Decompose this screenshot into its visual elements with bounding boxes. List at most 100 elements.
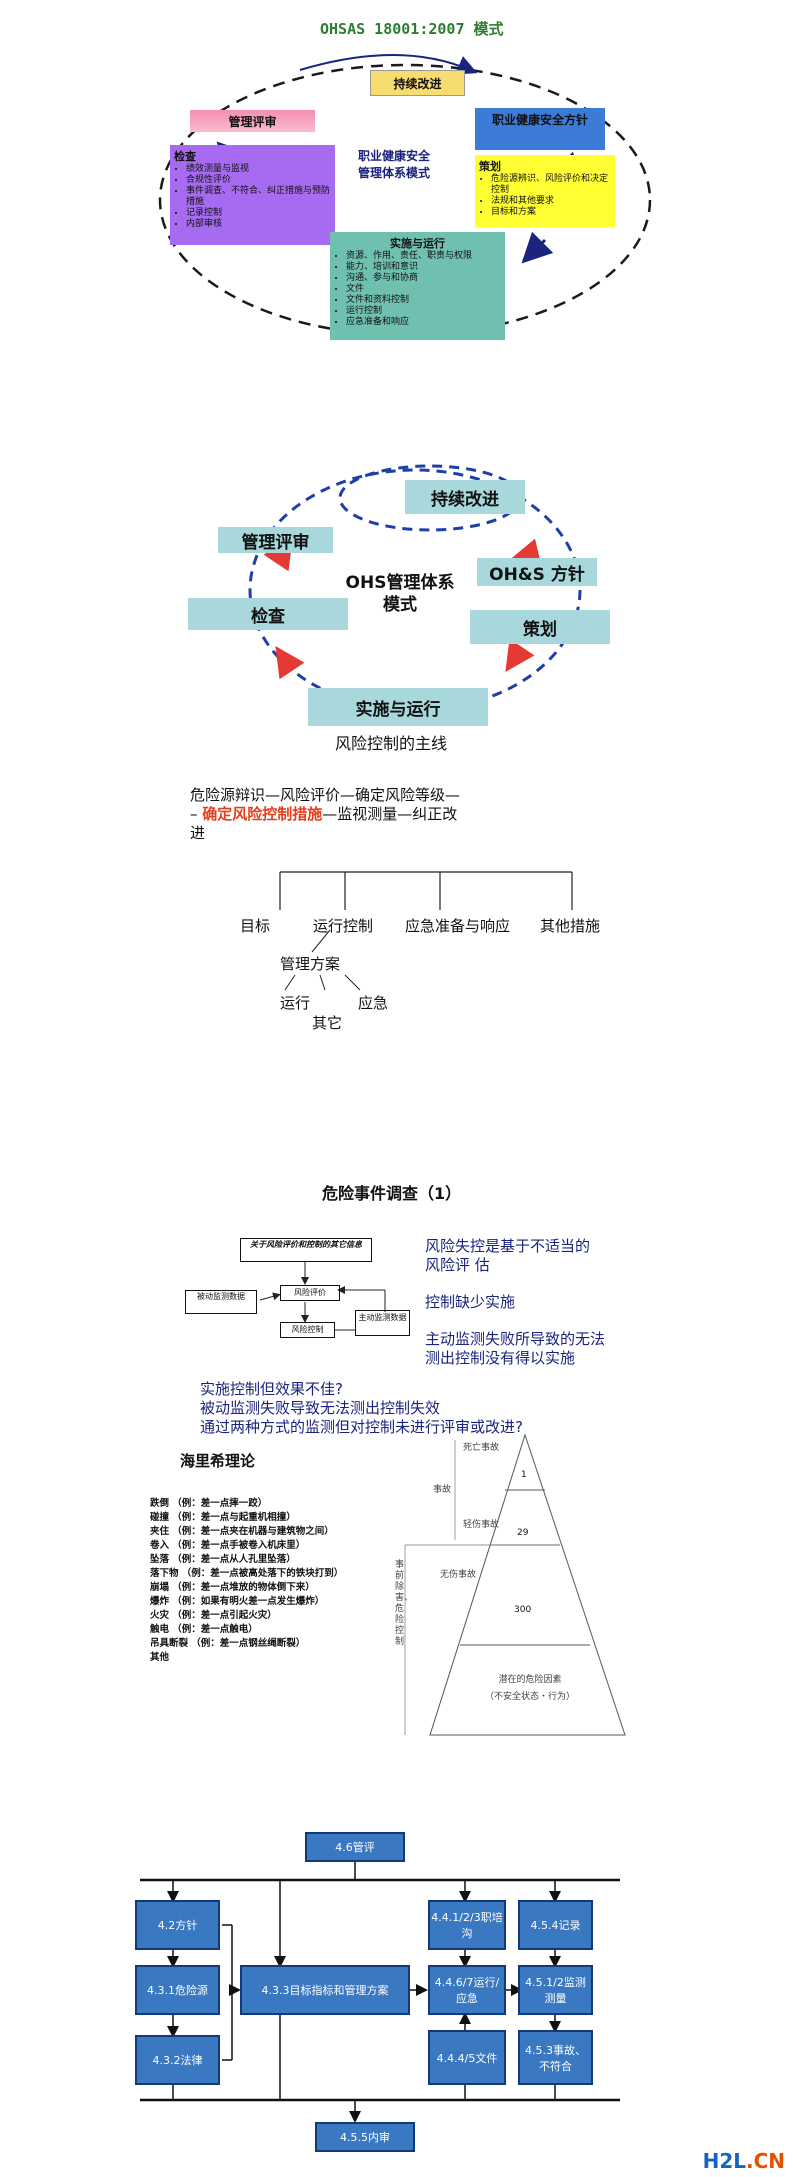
heinrich-item: 落下物 （例：差一点被高处落下的铁块打到） <box>150 1568 344 1579</box>
check-item: 内部审核 <box>186 219 331 230</box>
plan-items: 危险源辨识、风险评价和决定控制 法规和其他要求 目标和方案 <box>479 174 611 218</box>
policy-box: 职业健康安全方针 <box>475 108 605 150</box>
heinrich-item: 爆炸 （例：如果有明火差一点发生爆炸） <box>150 1596 325 1607</box>
improve-box-2: 持续改进 <box>405 480 525 514</box>
box-monitoring: 4.5.1/2监测测量 <box>518 1965 593 2015</box>
do-item: 文件和资料控制 <box>346 295 501 306</box>
do-items: 资源、作用、责任、职责与权限 能力、培训和意识 沟通、参与和协商 文件 文件和资… <box>334 251 501 328</box>
plan-box-2: 策划 <box>470 610 610 644</box>
check-items: 绩效测量与监视 合规性评价 事件调查、不符合、纠正措施与预防措施 记录控制 内部… <box>174 164 331 230</box>
flow-passive-box: 被动监测数据 <box>185 1290 257 1314</box>
box-documents: 4.4.4/5文件 <box>428 2030 506 2085</box>
ohs-center-label: OHS管理体系 模式 <box>340 572 460 616</box>
left-point-1: 实施控制但效果不佳? <box>200 1380 343 1398</box>
plan-item: 法规和其他要求 <box>491 196 611 207</box>
heinrich-item: 卷入 （例：差一点手被卷入机床里） <box>150 1540 306 1551</box>
pyr-latent-sub: （不安全状态・行为） <box>484 1692 575 1702</box>
mgmt-plan: 管理方案 <box>280 955 341 973</box>
heinrich-item: 火灾 （例：差一点引起火灾） <box>150 1610 277 1621</box>
box-records: 4.5.4记录 <box>518 1900 593 1950</box>
left-point-3: 通过两种方式的监测但对控制未进行评审或改进? <box>200 1418 523 1436</box>
center-label: 职业健康安全 管理体系模式 <box>358 148 430 182</box>
box-incident: 4.5.3事故、不符合 <box>518 2030 593 2085</box>
sub-other: 其它 <box>312 1014 343 1032</box>
check-title: 检查 <box>174 150 196 163</box>
do-item: 资源、作用、责任、职责与权限 <box>346 251 501 262</box>
review-box-2: 管理评审 <box>218 527 333 553</box>
heinrich-item: 坠落 （例：差一点从人孔里坠落） <box>150 1554 296 1565</box>
brand-watermark: H2L.CN <box>703 2149 785 2173</box>
box-hazard: 4.3.1危险源 <box>135 1965 220 2015</box>
sub-emergency: 应急 <box>358 994 389 1012</box>
flow-control-box: 风险控制 <box>280 1322 335 1338</box>
pyr-side: 事前除害、危险控制 <box>395 1560 414 1647</box>
sub-operation: 运行 <box>280 994 311 1012</box>
improve-box: 持续改进 <box>370 70 465 96</box>
check-item: 事件调查、不符合、纠正措施与预防措施 <box>186 186 331 208</box>
ohs-center-line-2: 模式 <box>383 595 417 615</box>
do-item: 沟通、参与和协商 <box>346 273 501 284</box>
risk-control-title: 风险控制的主线 <box>335 734 448 753</box>
right-point-3: 主动监测失败所导致的无法测出控制没有得以实施 <box>425 1330 606 1367</box>
plan-item: 目标和方案 <box>491 207 611 218</box>
heinrich-title: 海里希理论 <box>180 1452 256 1470</box>
heinrich-item: 跌倒 （例：差一点摔一跤） <box>150 1498 268 1509</box>
ohs-center-line-1: OHS管理体系 <box>345 573 455 593</box>
heinrich-item: 吊具断裂 （例：差一点钢丝绳断裂） <box>150 1638 306 1649</box>
box-law: 4.3.2法律 <box>135 2035 220 2085</box>
chain-line-2: – 确定风险控制措施—监视测量—纠正改 <box>190 805 460 824</box>
pyr-value-29: 29 <box>517 1528 529 1538</box>
pyr-minor: 轻伤事故 <box>463 1520 500 1530</box>
branch-operation: 运行控制 <box>313 917 374 935</box>
pyr-no-injury: 无伤事故 <box>440 1570 477 1580</box>
chain-prefix: – <box>190 805 203 823</box>
left-point-2: 被动监测失败导致无法测出控制失效 <box>200 1399 441 1417</box>
check-item: 记录控制 <box>186 208 331 219</box>
branch-emergency: 应急准备与响应 <box>405 917 511 935</box>
flow-assess-box: 风险评价 <box>280 1285 340 1301</box>
box-policy: 4.2方针 <box>135 1900 220 1950</box>
chain-rest: —监视测量—纠正改 <box>322 805 458 823</box>
do-panel: 实施与运行 资源、作用、责任、职责与权限 能力、培训和意识 沟通、参与和协商 文… <box>330 232 505 340</box>
box-internal-audit: 4.5.5内审 <box>315 2122 415 2152</box>
do-item: 应急准备和响应 <box>346 317 501 328</box>
ohsas-title: OHSAS 18001:2007 模式 <box>320 20 504 38</box>
center-line-1: 职业健康安全 <box>358 149 431 163</box>
do-item: 文件 <box>346 284 501 295</box>
investigation-flow-lines <box>259 1262 386 1331</box>
pyr-value-300: 300 <box>514 1605 532 1615</box>
do-item: 能力、培训和意识 <box>346 262 501 273</box>
chain-red: 确定风险控制措施 <box>202 805 323 823</box>
check-panel: 检查 绩效测量与监视 合规性评价 事件调查、不符合、纠正措施与预防措施 记录控制… <box>170 145 335 245</box>
check-item: 合规性评价 <box>186 175 331 186</box>
risk-tree-lines <box>279 871 573 991</box>
plan-title: 策划 <box>479 160 501 173</box>
policy-box-2: OH&S 方针 <box>477 558 597 586</box>
box-operation: 4.4.6/7运行/应急 <box>428 1965 506 2015</box>
branch-objective: 目标 <box>240 917 271 935</box>
center-line-2: 管理体系模式 <box>358 166 431 180</box>
do-item: 运行控制 <box>346 306 501 317</box>
heinrich-item: 夹住 （例：差一点夹在机器与建筑物之间） <box>150 1526 334 1537</box>
heinrich-item: 触电 （例：差一点触电） <box>150 1624 258 1635</box>
pyr-value-1: 1 <box>521 1470 527 1480</box>
risk-chain: 危险源辩识—风险评价—确定风险等级— – 确定风险控制措施—监视测量—纠正改 进 <box>190 786 460 843</box>
heinrich-item: 其他 <box>150 1652 170 1663</box>
flow-active-box: 主动监测数据 <box>355 1310 410 1336</box>
right-point-1: 风险失控是基于不适当的风险评 估 <box>425 1237 591 1274</box>
heinrich-item: 崩塌 （例：差一点堆放的物体倒下来） <box>150 1582 315 1593</box>
check-box-2: 检查 <box>188 598 348 630</box>
pyr-latent: 潜在的危险因素 <box>498 1675 562 1685</box>
heinrich-list: 跌倒 （例：差一点摔一跤） 碰撞 （例：差一点与起重机相撞） 夹住 （例：差一点… <box>150 1497 350 1665</box>
box-management-review: 4.6管评 <box>305 1832 405 1862</box>
chain-line-1: 危险源辩识—风险评价—确定风险等级— <box>190 786 461 804</box>
check-item: 绩效测量与监视 <box>186 164 331 175</box>
review-box: 管理评审 <box>190 110 315 132</box>
pyr-accident: 事故 <box>433 1485 452 1495</box>
plan-item: 危险源辨识、风险评价和决定控制 <box>491 174 611 196</box>
plan-panel: 策划 危险源辨识、风险评价和决定控制 法规和其他要求 目标和方案 <box>475 155 615 227</box>
brand-h2l: H2L <box>702 2149 746 2173</box>
do-title: 实施与运行 <box>390 237 445 250</box>
do-box-2: 实施与运行 <box>308 688 488 726</box>
